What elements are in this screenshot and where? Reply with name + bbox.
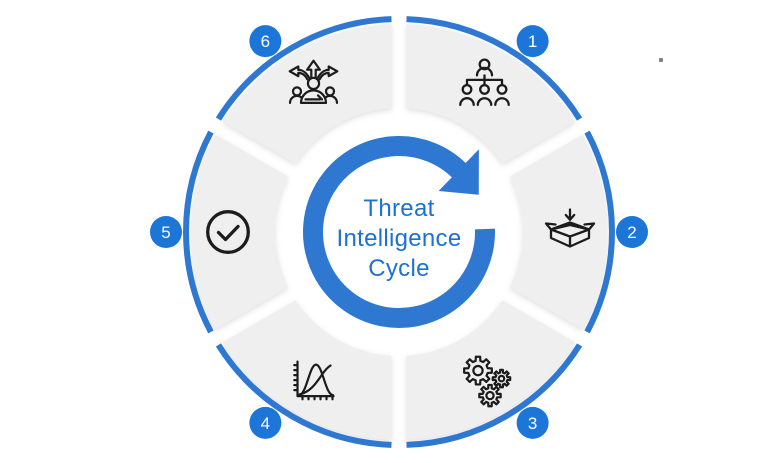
step-badge-number-1: 1 [528, 32, 537, 51]
step-number-badges-layer: 1 2 3 4 5 6 [150, 25, 648, 439]
segment-wedge-5 [190, 134, 289, 330]
segment-outer-arc-6 [215, 16, 392, 121]
segment-wedge-4 [222, 300, 392, 440]
segment-outer-arc-3 [406, 343, 583, 448]
step-badge-circle-4 [249, 406, 282, 439]
segment-outer-arc-4 [215, 343, 392, 448]
step-badge-2: 2 [616, 216, 648, 248]
segment-outer-arc-5 [183, 130, 214, 334]
step-badge-number-2: 2 [627, 223, 636, 242]
segment-outer-arc-1 [406, 16, 583, 121]
center-title-line-1: Threat [363, 195, 434, 222]
step-badge-circle-1 [516, 25, 549, 58]
step-badge-6: 6 [249, 25, 282, 58]
dust-speck-artifact [659, 58, 663, 62]
segment-outer-arc-2 [584, 130, 615, 334]
center-title: Threat Intelligence Cycle [336, 195, 461, 282]
step-badge-circle-6 [249, 25, 282, 58]
step-badge-circle-5 [150, 216, 182, 248]
cycle-arrow-arc [303, 136, 495, 328]
step-badge-5: 5 [150, 216, 182, 248]
segment-wedge-1 [406, 24, 576, 164]
step-badge-number-4: 4 [261, 414, 270, 433]
step-badge-circle-2 [616, 216, 648, 248]
step-badge-4: 4 [249, 406, 282, 439]
step-badge-circle-3 [516, 406, 549, 439]
cycle-arrow-head [438, 149, 479, 195]
step-badge-number-5: 5 [161, 223, 170, 242]
outer-ring-arcs-layer [183, 16, 615, 448]
step-badge-number-3: 3 [528, 414, 537, 433]
step-badge-1: 1 [516, 25, 549, 58]
center-title-line-3: Cycle [368, 255, 430, 282]
center-cycle-arrow [303, 136, 495, 328]
step-badge-3: 3 [516, 406, 549, 439]
step-badge-number-6: 6 [261, 32, 270, 51]
center-title-line-2: Intelligence [336, 225, 461, 252]
